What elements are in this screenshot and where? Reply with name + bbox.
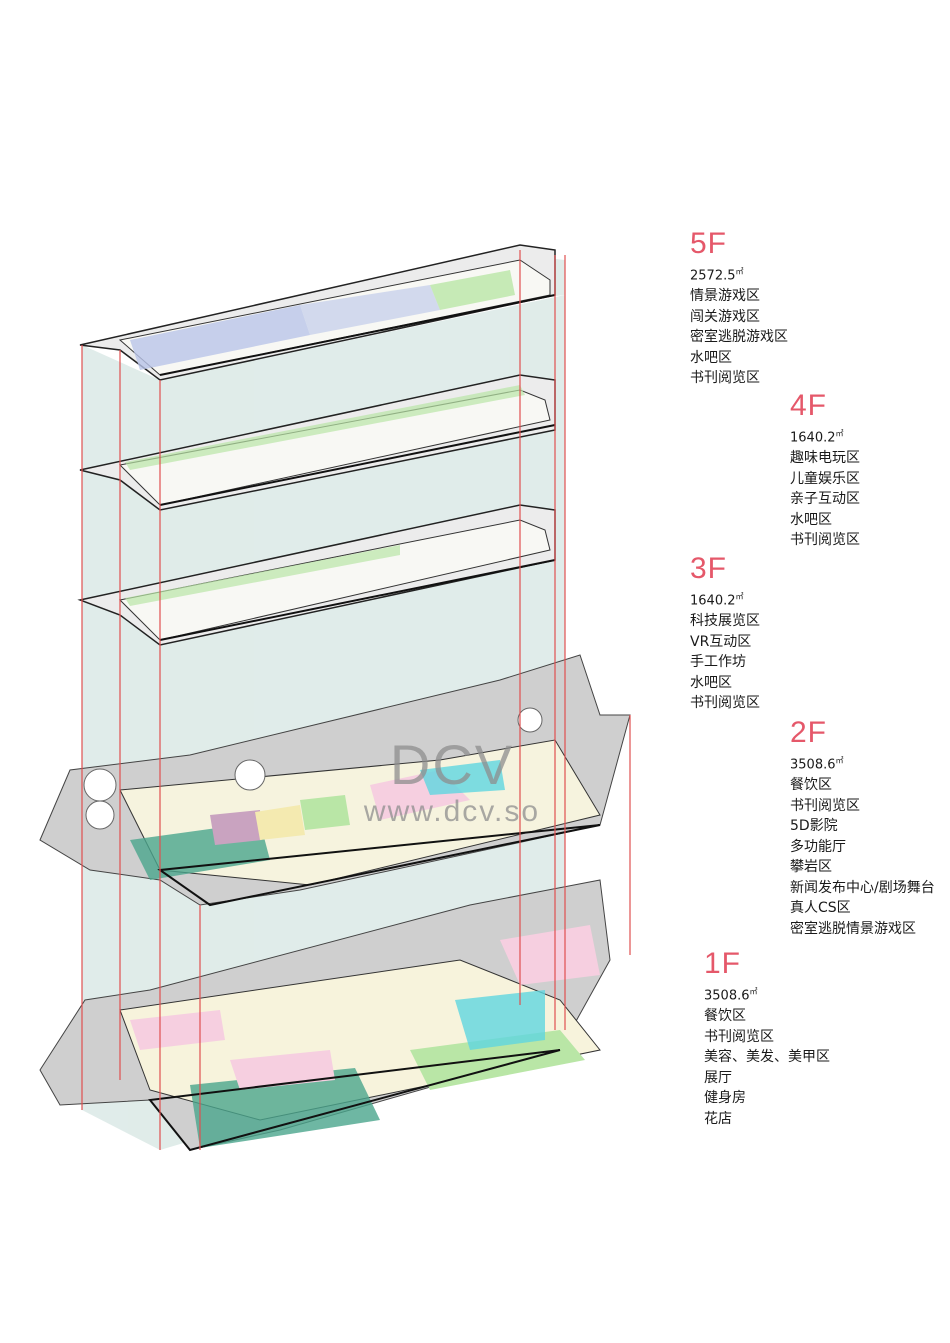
- zone-item: 多功能厅: [790, 838, 846, 855]
- zone-item: 书刊阅览区: [690, 370, 760, 387]
- zone-item: 儿童娱乐区: [790, 470, 860, 487]
- zone-list: 餐饮区 书刊阅览区 美容、美发、美甲区 展厅 健身房 花店: [704, 1006, 944, 1129]
- floor-plan-2f: [39, 654, 631, 907]
- zone-item: 餐饮区: [704, 1008, 746, 1025]
- floor-legend-5f: 5F 2572.5㎡ 情景游戏区 闯关游戏区 密室逃脱游戏区 水吧区 书刊阅览区: [690, 228, 930, 389]
- zone-item: 密室逃脱游戏区: [690, 329, 788, 346]
- floor-area: 3508.6㎡: [790, 756, 844, 773]
- floor-label: 4F: [790, 389, 828, 422]
- zone-list: 趣味电玩区 儿童娱乐区 亲子互动区 水吧区 书刊阅览区: [790, 448, 950, 551]
- zone-item: 手工作坊: [690, 654, 746, 671]
- zone-item: 闯关游戏区: [690, 308, 760, 325]
- zone-item: 趣味电玩区: [790, 450, 860, 467]
- zone-item: 书刊阅览区: [790, 532, 860, 549]
- zone-item: 新闻发布中心/剧场舞台: [790, 879, 935, 896]
- zone-item: 5D影院: [790, 818, 838, 835]
- floor-area: 2572.5㎡: [690, 267, 744, 284]
- zone-item: 水吧区: [690, 674, 732, 691]
- zone-list: 餐饮区 书刊阅览区 5D影院 多功能厅 攀岩区 新闻发布中心/剧场舞台 真人CS…: [790, 775, 950, 939]
- zone-item: 科技展览区: [690, 613, 760, 630]
- zone-item: 健身房: [704, 1090, 746, 1107]
- floor-area: 1640.2㎡: [790, 429, 844, 446]
- zone-item: 花店: [704, 1110, 732, 1127]
- floor-legend-3f: 3F 1640.2㎡ 科技展览区 VR互动区 手工作坊 水吧区 书刊阅览区: [690, 553, 930, 714]
- floor-legend-4f: 4F 1640.2㎡ 趣味电玩区 儿童娱乐区 亲子互动区 水吧区 书刊阅览区: [790, 390, 950, 551]
- floor-label: 5F: [690, 227, 728, 260]
- zone-item: 亲子互动区: [790, 491, 860, 508]
- zone-item: 水吧区: [790, 511, 832, 528]
- floor-label: 1F: [704, 947, 742, 980]
- floor-legend-1f: 1F 3508.6㎡ 餐饮区 书刊阅览区 美容、美发、美甲区 展厅 健身房 花店: [704, 948, 944, 1129]
- vertical-guide-lines: [81, 250, 631, 1150]
- floor-plan-1f: [39, 879, 611, 1152]
- zone-item: 书刊阅览区: [704, 1028, 774, 1045]
- zone-item: 攀岩区: [790, 859, 832, 876]
- watermark: DCV www.dcv.so: [282, 735, 622, 829]
- zone-item: 密室逃脱情景游戏区: [790, 920, 916, 937]
- floor-legend-2f: 2F 3508.6㎡ 餐饮区 书刊阅览区 5D影院 多功能厅 攀岩区 新闻发布中…: [790, 717, 950, 939]
- zone-list: 科技展览区 VR互动区 手工作坊 水吧区 书刊阅览区: [690, 611, 930, 714]
- zone-item: 书刊阅览区: [790, 797, 860, 814]
- zone-item: VR互动区: [690, 633, 752, 650]
- zone-item: 餐饮区: [790, 777, 832, 794]
- zone-item: 情景游戏区: [690, 288, 760, 305]
- zone-item: 水吧区: [690, 349, 732, 366]
- floor-area: 3508.6㎡: [704, 987, 758, 1004]
- floor-label: 2F: [790, 716, 828, 749]
- floor-label: 3F: [690, 552, 728, 585]
- zone-list: 情景游戏区 闯关游戏区 密室逃脱游戏区 水吧区 书刊阅览区: [690, 286, 930, 389]
- zone-item: 书刊阅览区: [690, 695, 760, 712]
- watermark-logo: DCV: [389, 733, 515, 796]
- floor-plan-4f: [79, 374, 556, 511]
- zone-item: 美容、美发、美甲区: [704, 1049, 830, 1066]
- watermark-url: www.dcv.so: [363, 795, 541, 828]
- zone-item: 真人CS区: [790, 900, 851, 917]
- floor-plan-3f: [77, 504, 556, 646]
- zone-item: 展厅: [704, 1069, 732, 1086]
- floor-area: 1640.2㎡: [690, 592, 744, 609]
